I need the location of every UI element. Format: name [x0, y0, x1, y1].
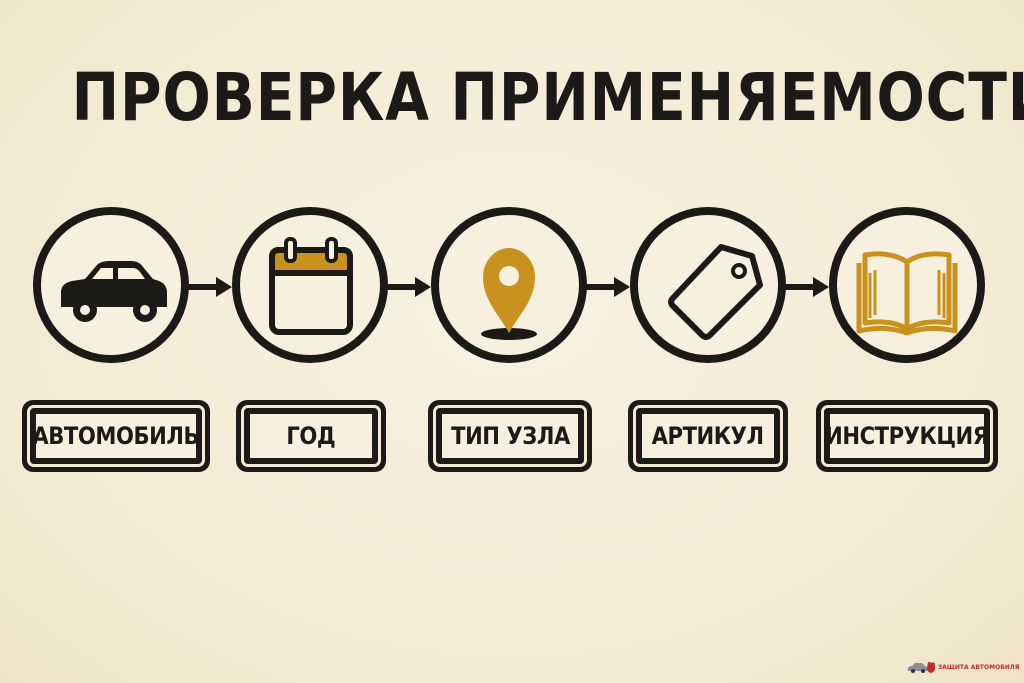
book-icon — [856, 251, 958, 336]
car-shield-logo-icon — [908, 662, 935, 673]
step-label-unit-type: ТИП УЗЛА — [436, 408, 584, 464]
step-year — [232, 207, 388, 363]
step-instruction — [829, 207, 985, 363]
calendar-icon — [269, 237, 353, 335]
watermark-text: ЗАЩИТА АВТОМОБИЛЯ — [938, 663, 1020, 671]
brand-watermark-logo: ЗАЩИТА АВТОМОБИЛЯ — [906, 659, 1020, 675]
page-title: ПРОВЕРКА ПРИМЕНЯЕМОСТИ — [71, 59, 1024, 136]
arrow-right-icon — [586, 277, 630, 297]
arrow-right-icon — [387, 277, 431, 297]
arrow-right-icon — [785, 277, 829, 297]
step-label-instruction: ИНСТРУКЦИЯ — [824, 408, 990, 464]
step-part-number — [630, 207, 786, 363]
tag-icon — [668, 244, 763, 340]
step-unit-type — [431, 207, 587, 363]
location-pin-icon — [481, 248, 537, 340]
step-label-part-number: АРТИКУЛ — [636, 408, 780, 464]
car-icon — [61, 261, 167, 322]
step-label-automobile: АВТОМОБИЛЬ — [30, 408, 202, 464]
step-automobile — [33, 207, 189, 363]
arrow-right-icon — [188, 277, 232, 297]
step-label-year: ГОД — [244, 408, 378, 464]
